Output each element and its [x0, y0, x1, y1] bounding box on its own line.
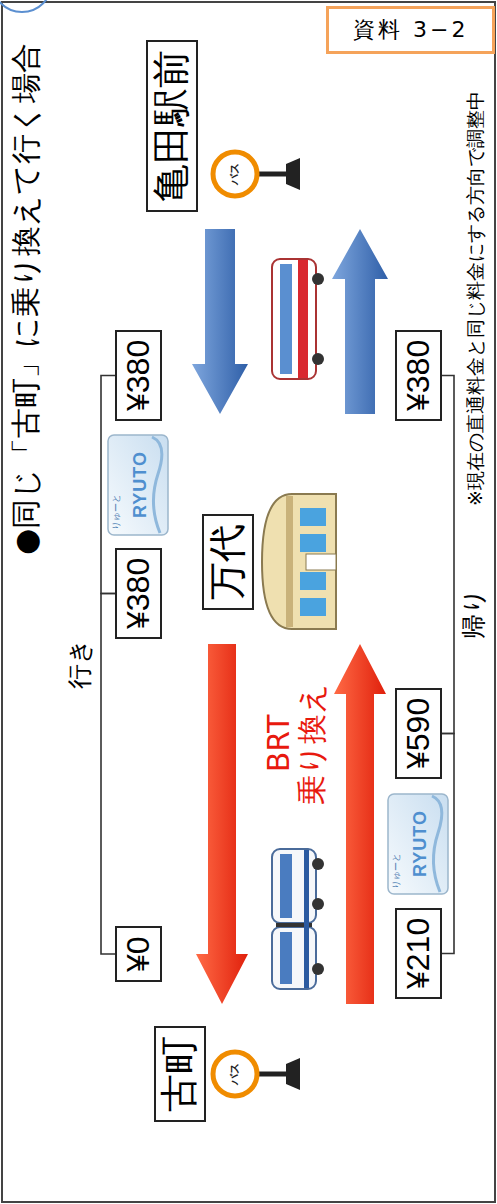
bus-body [272, 259, 316, 379]
node-text: ¥210 [400, 918, 437, 989]
outbound-red-arrow [196, 644, 248, 1004]
card-face [388, 794, 448, 894]
bus-windows [280, 264, 292, 374]
node-text: 古町 [158, 1036, 202, 1112]
fare-bracket-line [442, 734, 454, 954]
node-text: ¥380 [400, 340, 437, 411]
fare-bracket-line [101, 594, 115, 955]
station-building [262, 494, 336, 629]
station-window [300, 534, 326, 552]
fare-box: ¥0 [115, 926, 162, 982]
bus-wheel [312, 898, 324, 910]
fare-bracket-line [101, 376, 115, 594]
bus-stripe [304, 850, 309, 988]
bus-stop-sign [213, 1052, 257, 1096]
bus-wheel [312, 963, 324, 975]
fare-box: ¥210 [395, 908, 442, 999]
bus-wheel [312, 858, 324, 870]
bus-windows [280, 932, 292, 984]
bus-stop-pole [257, 1072, 288, 1077]
bus-body [272, 849, 316, 923]
station-dome [262, 494, 336, 629]
station-window [300, 572, 326, 590]
bus-stop-icon [213, 152, 300, 196]
node-text: 亀田駅前 [150, 50, 194, 202]
bus-wheel [312, 353, 324, 365]
node-text: 万代 [206, 524, 250, 600]
node-text: 資料 3−2 [353, 17, 468, 43]
bus-wheel [312, 273, 324, 285]
direction-label: 行き [66, 638, 95, 689]
node-text: ¥590 [400, 698, 437, 769]
card-logo: RYUTO [130, 451, 151, 518]
card-wave [152, 437, 162, 533]
node-text: ¥380 [120, 558, 157, 629]
card-text: りゅーと [111, 494, 121, 530]
stop-name-box: 亀田駅前 [146, 40, 198, 212]
ic-card [388, 794, 448, 894]
card-wave [432, 796, 442, 892]
bus-body [272, 927, 316, 989]
bus-stripe [298, 260, 308, 378]
stop-name-box: 万代 [202, 514, 254, 610]
local-bus [272, 259, 324, 379]
fare-box: ¥590 [395, 688, 442, 779]
brt-bus [272, 849, 324, 989]
card-face [108, 435, 168, 535]
station-roof-band [286, 496, 293, 627]
bus-stop-base [286, 1058, 300, 1090]
return-blue-arrow [332, 229, 388, 414]
direction-label: 帰り [460, 588, 489, 639]
return-red-arrow [334, 644, 386, 1004]
station-window [300, 508, 326, 526]
station-window [300, 598, 326, 616]
logo-ring [0, 0, 52, 12]
bus-stop-pole [257, 172, 288, 177]
transfer-label: BRT 乗り換え [262, 679, 328, 808]
bus-stop-text: バス [229, 163, 242, 185]
node-text: ¥380 [120, 340, 157, 411]
stop-name-box: 古町 [154, 1026, 206, 1122]
document-tag: 資料 3−2 [326, 6, 495, 54]
footnote: ※現在の直通料金と同じ料金にする方向で調整中 [465, 91, 487, 506]
slide-title: ●同じ「古町」に乗り換えて行く場合 [9, 43, 44, 555]
bus-stop-sign [213, 152, 257, 196]
bus-stop-text: バス [229, 1063, 242, 1085]
fare-box: ¥380 [115, 548, 162, 639]
ic-card [108, 435, 168, 535]
fare-box: ¥380 [115, 330, 162, 421]
node-text: ¥0 [120, 936, 157, 972]
station-door [306, 554, 336, 570]
fare-box: ¥380 [395, 330, 442, 421]
card-logo: RYUTO [410, 810, 431, 877]
fare-bracket-line [442, 376, 454, 734]
bus-stop-icon [213, 1052, 300, 1096]
outbound-blue-arrow [192, 229, 248, 414]
card-text: りゅーと [391, 853, 401, 889]
bus-stop-base [286, 158, 300, 190]
bus-windows [280, 854, 292, 918]
